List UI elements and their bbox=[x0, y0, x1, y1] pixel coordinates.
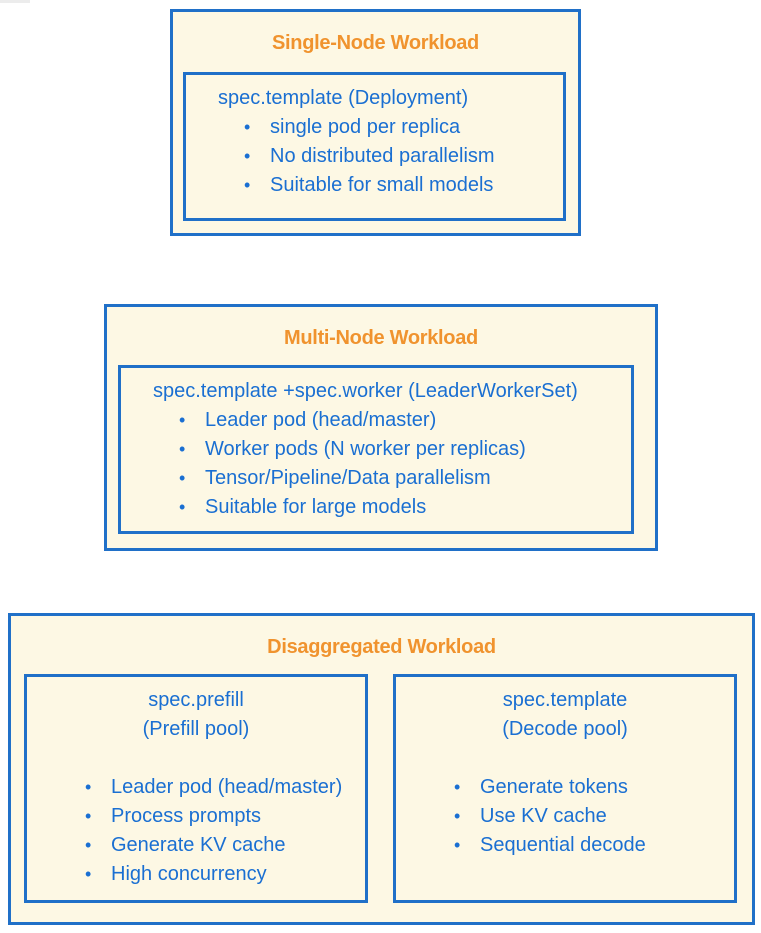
section-header: spec.prefill bbox=[148, 689, 244, 711]
list-item: Worker pods (N worker per replicas) bbox=[121, 435, 631, 464]
panel-title: Multi-Node Workload bbox=[284, 327, 478, 349]
multi-node-spec-box: spec.template +spec.worker (LeaderWorker… bbox=[118, 365, 634, 534]
section-header: spec.template bbox=[502, 689, 628, 711]
bullet-list: Leader pod (head/master) Worker pods (N … bbox=[121, 406, 631, 522]
single-node-spec-box: spec.template (Deployment) single pod pe… bbox=[183, 72, 566, 221]
list-item: Generate tokens bbox=[396, 773, 734, 802]
list-item: Process prompts bbox=[27, 802, 365, 831]
section-subheader: (Prefill pool) bbox=[142, 718, 250, 740]
list-item: No distributed parallelism bbox=[186, 142, 563, 171]
panel-disaggregated-workload: Disaggregated Workload spec.prefill (Pre… bbox=[8, 613, 755, 925]
list-item: Suitable for small models bbox=[186, 171, 563, 200]
list-item: Leader pod (head/master) bbox=[121, 406, 631, 435]
section-header: spec.template (Deployment) bbox=[218, 87, 469, 109]
list-item: single pod per replica bbox=[186, 113, 563, 142]
panel-title: Single-Node Workload bbox=[272, 32, 479, 54]
panel-title: Disaggregated Workload bbox=[267, 636, 496, 658]
section-header: spec.template +spec.worker (LeaderWorker… bbox=[153, 380, 578, 402]
spacer bbox=[396, 744, 734, 773]
bullet-list: Generate tokens Use KV cache Sequential … bbox=[396, 773, 734, 860]
prefill-pool-box: spec.prefill (Prefill pool) Leader pod (… bbox=[24, 674, 368, 903]
list-item: Tensor/Pipeline/Data parallelism bbox=[121, 464, 631, 493]
decode-pool-box: spec.template (Decode pool) Generate tok… bbox=[393, 674, 737, 903]
panel-single-node-workload: Single-Node Workload spec.template (Depl… bbox=[170, 9, 581, 236]
list-item: Generate KV cache bbox=[27, 831, 365, 860]
panel-multi-node-workload: Multi-Node Workload spec.template +spec.… bbox=[104, 304, 658, 551]
list-item: Leader pod (head/master) bbox=[27, 773, 365, 802]
bullet-list: single pod per replica No distributed pa… bbox=[186, 113, 563, 200]
list-item: High concurrency bbox=[27, 860, 365, 889]
list-item: Sequential decode bbox=[396, 831, 734, 860]
section-subheader: (Decode pool) bbox=[502, 718, 628, 740]
top-left-artifact bbox=[0, 0, 30, 3]
list-item: Suitable for large models bbox=[121, 493, 631, 522]
bullet-list: Leader pod (head/master) Process prompts… bbox=[27, 773, 365, 889]
spacer bbox=[27, 744, 365, 773]
list-item: Use KV cache bbox=[396, 802, 734, 831]
